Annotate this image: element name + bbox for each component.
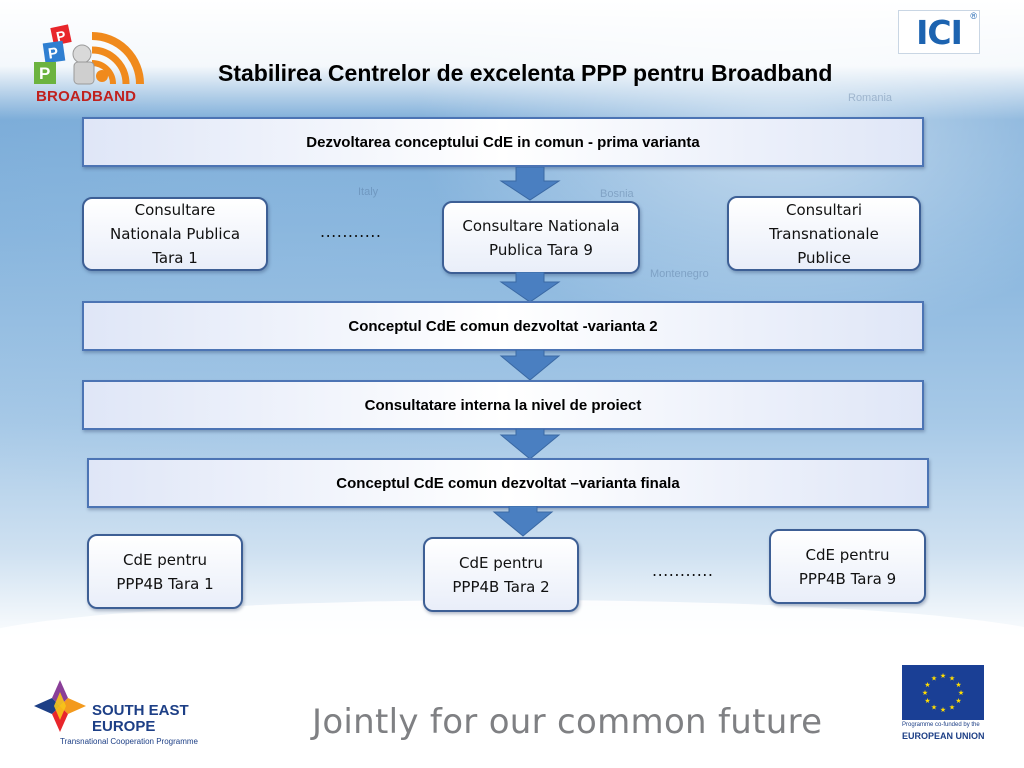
down-arrow-2 [499, 272, 561, 303]
svg-text:★: ★ [949, 704, 955, 712]
step-bar-initial-concept-label: Dezvoltarea conceptului CdE in comun - p… [306, 133, 700, 151]
eu-subtitle: Programme co-funded by the [902, 722, 980, 728]
down-arrow-5 [492, 506, 554, 537]
ppp-broadband-logo: P P P [34, 24, 144, 85]
svg-text:★: ★ [931, 675, 937, 683]
down-arrow-1 [499, 167, 561, 201]
consult-box-country-1: Consultare Nationala Publica Tara 1 [82, 197, 268, 271]
consult-box-transnational-label: Consultari Transnationale Publice [769, 200, 879, 267]
step-bar-initial-concept: Dezvoltarea conceptului CdE in comun - p… [82, 117, 924, 167]
page-title: Stabilirea Centrelor de excelenta PPP pe… [218, 60, 833, 86]
ellipsis-cde: ........... [652, 561, 714, 580]
svg-text:★: ★ [958, 689, 964, 697]
svg-text:★: ★ [955, 681, 961, 689]
consult-box-country-9-label: Consultare Nationala Publica Tara 9 [462, 216, 620, 259]
svg-text:★: ★ [940, 706, 946, 714]
svg-text:P: P [47, 45, 59, 63]
south-east-europe-logo-icon [34, 680, 86, 732]
map-label-romania: Romania [848, 92, 893, 104]
ici-logo: ICI ® [898, 10, 980, 54]
consult-box-transnational: Consultari Transnationale Publice [727, 196, 921, 271]
cde-box-country-2-label: CdE pentru PPP4B Tara 2 [452, 553, 550, 596]
cde-box-country-2: CdE pentru PPP4B Tara 2 [423, 537, 579, 612]
white-wave [0, 600, 1024, 690]
svg-text:P: P [55, 27, 67, 45]
map-label-bosnia: Bosnia [600, 188, 634, 200]
cde-box-country-1-label: CdE pentru PPP4B Tara 1 [116, 550, 214, 593]
svg-text:★: ★ [922, 689, 928, 697]
down-arrow-3 [499, 350, 561, 381]
ici-logo-text: ICI [916, 13, 963, 52]
svg-text:★: ★ [955, 697, 961, 705]
step-bar-concept-v2: Conceptul CdE comun dezvoltat -varianta … [82, 301, 924, 351]
map-label-italy: Italy [358, 186, 379, 198]
cde-box-country-1: CdE pentru PPP4B Tara 1 [87, 534, 243, 609]
cde-box-country-9-label: CdE pentru PPP4B Tara 9 [798, 545, 897, 588]
see-subtitle: Transnational Cooperation Programme [60, 737, 198, 746]
svg-text:★: ★ [924, 697, 930, 705]
svg-text:★: ★ [931, 704, 937, 712]
see-title-line2: EUROPE [92, 718, 156, 735]
svg-text:P: P [39, 64, 50, 83]
step-bar-internal-consultation: Consultatare interna la nivel de proiect [82, 380, 924, 430]
eu-flag-icon: ★ ★ ★ ★ ★ ★ ★ ★ ★ ★ ★ ★ [902, 665, 984, 720]
south-east-europe-title: SOUTH EAST EUROPE [92, 703, 189, 735]
step-bar-final-concept: Conceptul CdE comun dezvoltat –varianta … [87, 458, 929, 508]
consult-box-country-1-label: Consultare Nationala Publica Tara 1 [109, 201, 241, 267]
see-title-line1: SOUTH EAST [92, 702, 189, 719]
map-label-montenegro: Montenegro [650, 268, 709, 280]
eu-title: EUROPEAN UNION [902, 731, 985, 741]
footer-slogan: Jointly for our common future [312, 702, 823, 742]
svg-text:★: ★ [940, 672, 946, 680]
down-arrow-4 [499, 429, 561, 460]
ppp-logo-text: BROADBAND [36, 88, 137, 105]
step-bar-internal-consultation-label: Consultatare interna la nivel de proiect [364, 396, 642, 414]
step-bar-final-concept-label: Conceptul CdE comun dezvoltat –varianta … [336, 474, 680, 492]
svg-text:★: ★ [949, 675, 955, 683]
step-bar-concept-v2-label: Conceptul CdE comun dezvoltat -varianta … [348, 317, 658, 335]
cde-box-country-9: CdE pentru PPP4B Tara 9 [769, 529, 926, 604]
header-band [0, 0, 1024, 120]
svg-text:★: ★ [924, 681, 930, 689]
ici-registered-mark: ® [970, 11, 977, 21]
consult-box-country-9: Consultare Nationala Publica Tara 9 [442, 201, 640, 274]
ellipsis-consultations: ........... [320, 222, 382, 241]
